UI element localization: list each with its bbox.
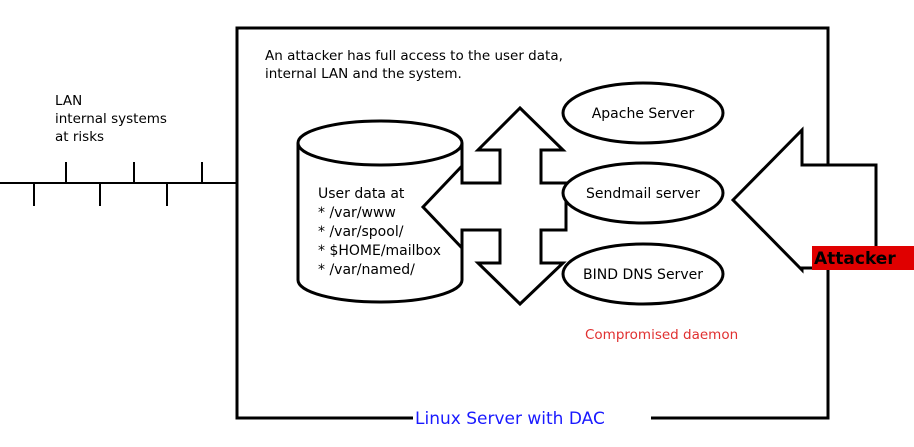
user-data-line: * /var/www bbox=[318, 205, 396, 221]
sendmail-label: Sendmail server bbox=[586, 186, 700, 202]
attacker-arrow bbox=[730, 126, 878, 274]
user-data-line: * $HOME/mailbox bbox=[318, 243, 441, 259]
lan-bus bbox=[0, 162, 237, 206]
user-data-text: User data at * /var/www * /var/spool/ * … bbox=[318, 186, 445, 278]
lan-line: at risks bbox=[55, 129, 104, 145]
bind-ellipse bbox=[561, 242, 725, 306]
apache-label: Apache Server bbox=[592, 106, 695, 122]
user-data-line: User data at bbox=[318, 186, 405, 202]
bind-label: BIND DNS Server bbox=[583, 267, 703, 283]
attacker-label-bg bbox=[812, 246, 914, 270]
sendmail-ellipse bbox=[561, 161, 725, 225]
description-line: internal LAN and the system. bbox=[265, 66, 462, 82]
lan-line: LAN bbox=[55, 93, 82, 109]
compromised-label: Compromised daemon bbox=[585, 327, 738, 343]
server-description: An attacker has full access to the user … bbox=[265, 48, 567, 82]
server-title: Linux Server with DAC bbox=[415, 409, 605, 429]
user-data-line: * /var/named/ bbox=[318, 262, 415, 278]
description-line: An attacker has full access to the user … bbox=[265, 48, 563, 64]
lan-label: LAN internal systems at risks bbox=[55, 93, 171, 145]
user-data-line: * /var/spool/ bbox=[318, 224, 404, 240]
attacker-label: Attacker bbox=[814, 249, 896, 269]
user-data-cylinder bbox=[296, 119, 464, 304]
apache-ellipse bbox=[561, 81, 725, 145]
data-access-arrow bbox=[420, 105, 568, 307]
lan-line: internal systems bbox=[55, 111, 167, 127]
server-title-bg bbox=[413, 404, 651, 430]
